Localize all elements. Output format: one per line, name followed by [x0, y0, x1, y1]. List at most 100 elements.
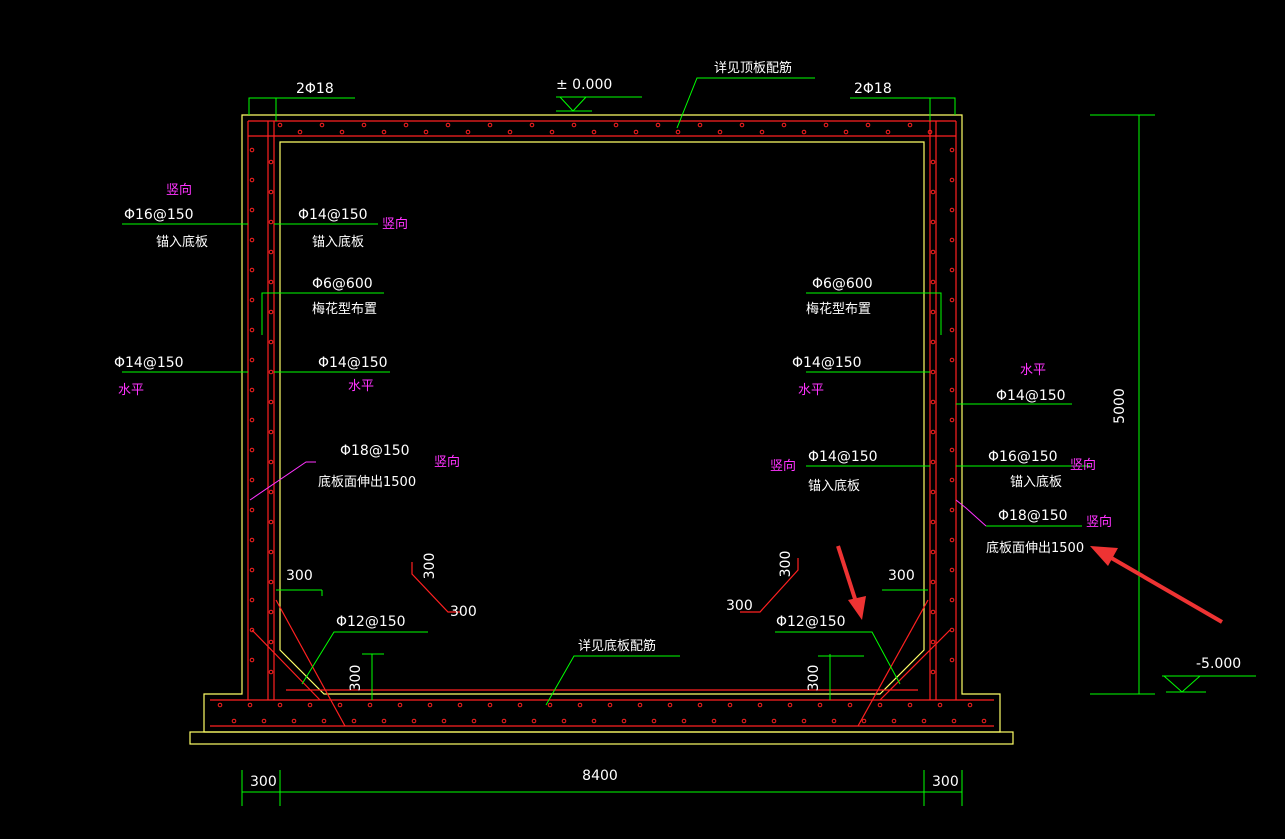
rebar-dot [441, 718, 447, 724]
rebar-dot [937, 702, 943, 708]
rebar-dot [930, 189, 936, 195]
rebar-dot [949, 597, 955, 603]
rebar-dot [319, 122, 325, 128]
rebar-dot [487, 122, 493, 128]
right-wall-dimension-label: 300 [932, 774, 959, 790]
right-dowel-note: 底板面伸出1500 [986, 540, 1084, 556]
left-wall-labels: 竖向 Φ16@150 锚入底板 Φ14@150 竖向 锚入底板 Φ6@600 梅… [114, 182, 477, 691]
rebar-dot [949, 657, 955, 663]
left-inner-horizontal-spec: Φ14@150 [318, 355, 388, 371]
right-inner-horizontal-spec: Φ14@150 [792, 355, 862, 371]
top-right-bars-label: 2Φ18 [854, 81, 892, 97]
rebar-dot [907, 702, 913, 708]
rebar-dot [741, 718, 747, 724]
left-dowel-note: 底板面伸出1500 [318, 474, 416, 490]
left-inner-vertical-anchor: 锚入底板 [312, 234, 364, 250]
rebar-dot [930, 429, 936, 435]
rebar-dot [801, 718, 807, 724]
rebar-dot [277, 122, 283, 128]
rebar-dot [681, 718, 687, 724]
left-dowel-dir: 竖向 [434, 454, 460, 470]
left-outer-horizontal-dir: 水平 [118, 383, 144, 398]
rebar-dot [249, 327, 255, 333]
rebar-dot [268, 549, 274, 555]
rebar-dot [249, 267, 255, 273]
annotation-arrow-diagonal [1090, 546, 1224, 624]
rebar-dot [621, 718, 627, 724]
rebar-dot [268, 639, 274, 645]
left-outer-vertical-spec: Φ16@150 [124, 207, 194, 223]
rebar-dot [787, 702, 793, 708]
rebar-dot [423, 129, 429, 135]
right-tie-spec: Φ6@600 [812, 276, 873, 292]
rebar-dot [967, 702, 973, 708]
rebar-dot [930, 579, 936, 585]
rebar-dot [471, 718, 477, 724]
rebar-dot [781, 122, 787, 128]
rebar-dot [339, 129, 345, 135]
rebar-dot [249, 177, 255, 183]
left-outer-vertical-anchor: 锚入底板 [156, 234, 208, 250]
rebar-dot [930, 249, 936, 255]
left-haunch-v: 300 [348, 665, 364, 692]
rebar-dot [949, 297, 955, 303]
left-outer-vertical-dir: 竖向 [166, 182, 192, 198]
rebar-dot [268, 519, 274, 525]
rebar-dot [817, 702, 823, 708]
rebar-dot [507, 129, 513, 135]
rebar-dot [717, 129, 723, 135]
rebar-dot [249, 477, 255, 483]
rebar-dot [249, 657, 255, 663]
right-outer-horizontal-spec: Φ14@150 [996, 388, 1066, 404]
rebar-dot [268, 489, 274, 495]
rebar-dot [823, 122, 829, 128]
rebar-dot [930, 549, 936, 555]
rebar-dot [297, 129, 303, 135]
elevation-bottom-label: -5.000 [1196, 656, 1241, 672]
rebar-dot [249, 207, 255, 213]
rebar-dot [547, 702, 553, 708]
rebar-dot [571, 122, 577, 128]
rebar-dot [949, 417, 955, 423]
rebar-dot [847, 702, 853, 708]
rebar-dot [351, 718, 357, 724]
rebar-dot [651, 718, 657, 724]
rebar-dot [403, 122, 409, 128]
rebar-dot [865, 122, 871, 128]
rebar-dot [921, 718, 927, 724]
right-dowel-dir: 竖向 [1086, 514, 1112, 530]
rebar-dot [607, 702, 613, 708]
rebar-dot [231, 718, 237, 724]
rebar-dot [367, 702, 373, 708]
rebar-dot [268, 279, 274, 285]
top-slab-note: 详见顶板配筋 [714, 60, 792, 76]
rebar-dot [843, 129, 849, 135]
rebar-dot [727, 702, 733, 708]
rebar-dot [381, 129, 387, 135]
rebar-dot [268, 669, 274, 675]
rebar-dot [268, 429, 274, 435]
rebar-dot [951, 718, 957, 724]
rebar-dot [930, 519, 936, 525]
rebar-dot [427, 702, 433, 708]
rebar-dot [831, 718, 837, 724]
right-dowel-spec: Φ18@150 [998, 508, 1068, 524]
rebar-dot [949, 177, 955, 183]
rebar-dot [268, 369, 274, 375]
rebar-dot [949, 387, 955, 393]
rebar-dot [307, 702, 313, 708]
rebar-dot [930, 339, 936, 345]
rebar-dot [711, 718, 717, 724]
left-dowel-spec: Φ18@150 [340, 443, 410, 459]
right-outer-vertical-anchor: 锚入底板 [1010, 474, 1062, 490]
rebar-dot [949, 327, 955, 333]
rebar-dot [930, 609, 936, 615]
left-tie-spec: Φ6@600 [312, 276, 373, 292]
rebar-dot [261, 718, 267, 724]
rebar-lines [210, 120, 994, 727]
right-haunch-v: 300 [806, 665, 822, 692]
rebar-dot [739, 122, 745, 128]
rebar-dot [697, 122, 703, 128]
rebar-dot [930, 309, 936, 315]
